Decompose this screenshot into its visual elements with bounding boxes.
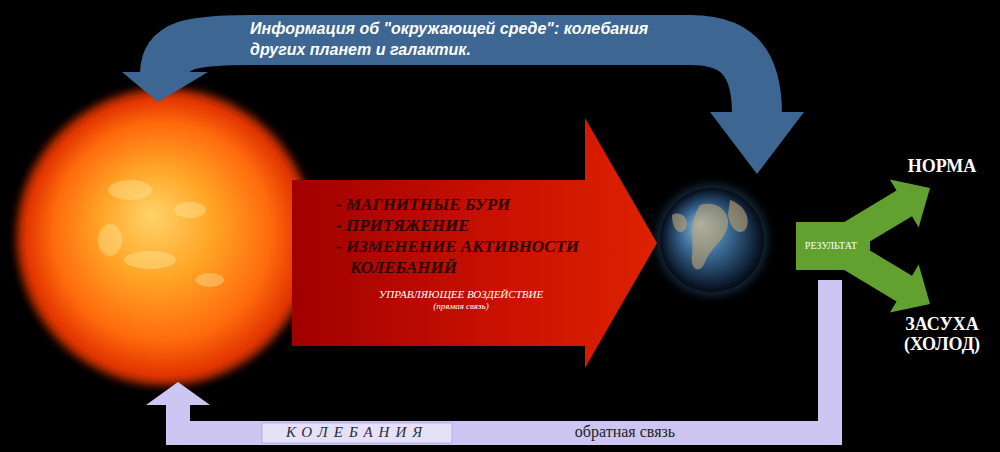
info-arrow: Информация об "окружающей среде": колеба… <box>110 8 810 176</box>
node-outline <box>140 278 846 448</box>
earth <box>660 188 764 292</box>
outcome-label: НОРМА <box>890 156 994 176</box>
node-text: обратная связь <box>540 422 710 442</box>
arrow-shape <box>146 280 842 445</box>
sun <box>25 97 305 377</box>
text-area: - МАГНИТНЫЕ БУРИ- ПРИТЯЖЕНИЕ- ИЗМЕНЕНИЕ … <box>336 194 586 312</box>
node-text: - МАГНИТНЫЕ БУРИ <box>336 194 586 215</box>
arrow-head <box>122 72 208 102</box>
node-text: КОЛЕБАНИЯ <box>262 423 452 442</box>
text-area: Информация об "окружающей среде": колеба… <box>250 18 690 60</box>
earth-land <box>672 200 748 269</box>
control-arrow: - МАГНИТНЫЕ БУРИ- ПРИТЯЖЕНИЕ- ИЗМЕНЕНИЕ … <box>290 115 660 373</box>
node-text: - ПРИТЯЖЕНИЕ <box>336 215 586 236</box>
arrow-head <box>710 112 804 174</box>
node-text: - ИЗМЕНЕНИЕ АКТИВНОСТИ КОЛЕБАНИЙ <box>336 236 586 278</box>
node-text: РЕЗУЛЬТАТ <box>798 240 864 252</box>
earth-atmosphere <box>656 184 768 296</box>
text-area: КОЛЕБАНИЯ <box>262 423 452 442</box>
label-plate <box>262 423 452 443</box>
arrow-branch <box>842 179 930 248</box>
sun-corona <box>17 89 313 385</box>
feedback-arrow: КОЛЕБАНИЯ обратная связь <box>140 278 846 448</box>
text-area: РЕЗУЛЬТАТ <box>798 240 864 252</box>
node-text: УПРАВЛЯЮЩЕЕ ВОЗДЕЙСТВИЕ <box>336 288 586 301</box>
node-text: Информация об "окружающей среде": колеба… <box>250 18 690 60</box>
arrow-branch <box>842 243 930 312</box>
sun-spots <box>98 180 224 287</box>
node-text: (прямая связь) <box>336 301 586 312</box>
text-area: обратная связь <box>540 422 710 442</box>
arrow-shape <box>292 118 657 368</box>
outcome-label: ЗАСУХА (ХОЛОД) <box>892 314 992 354</box>
result-arrow: РЕЗУЛЬТАТ <box>790 170 940 320</box>
